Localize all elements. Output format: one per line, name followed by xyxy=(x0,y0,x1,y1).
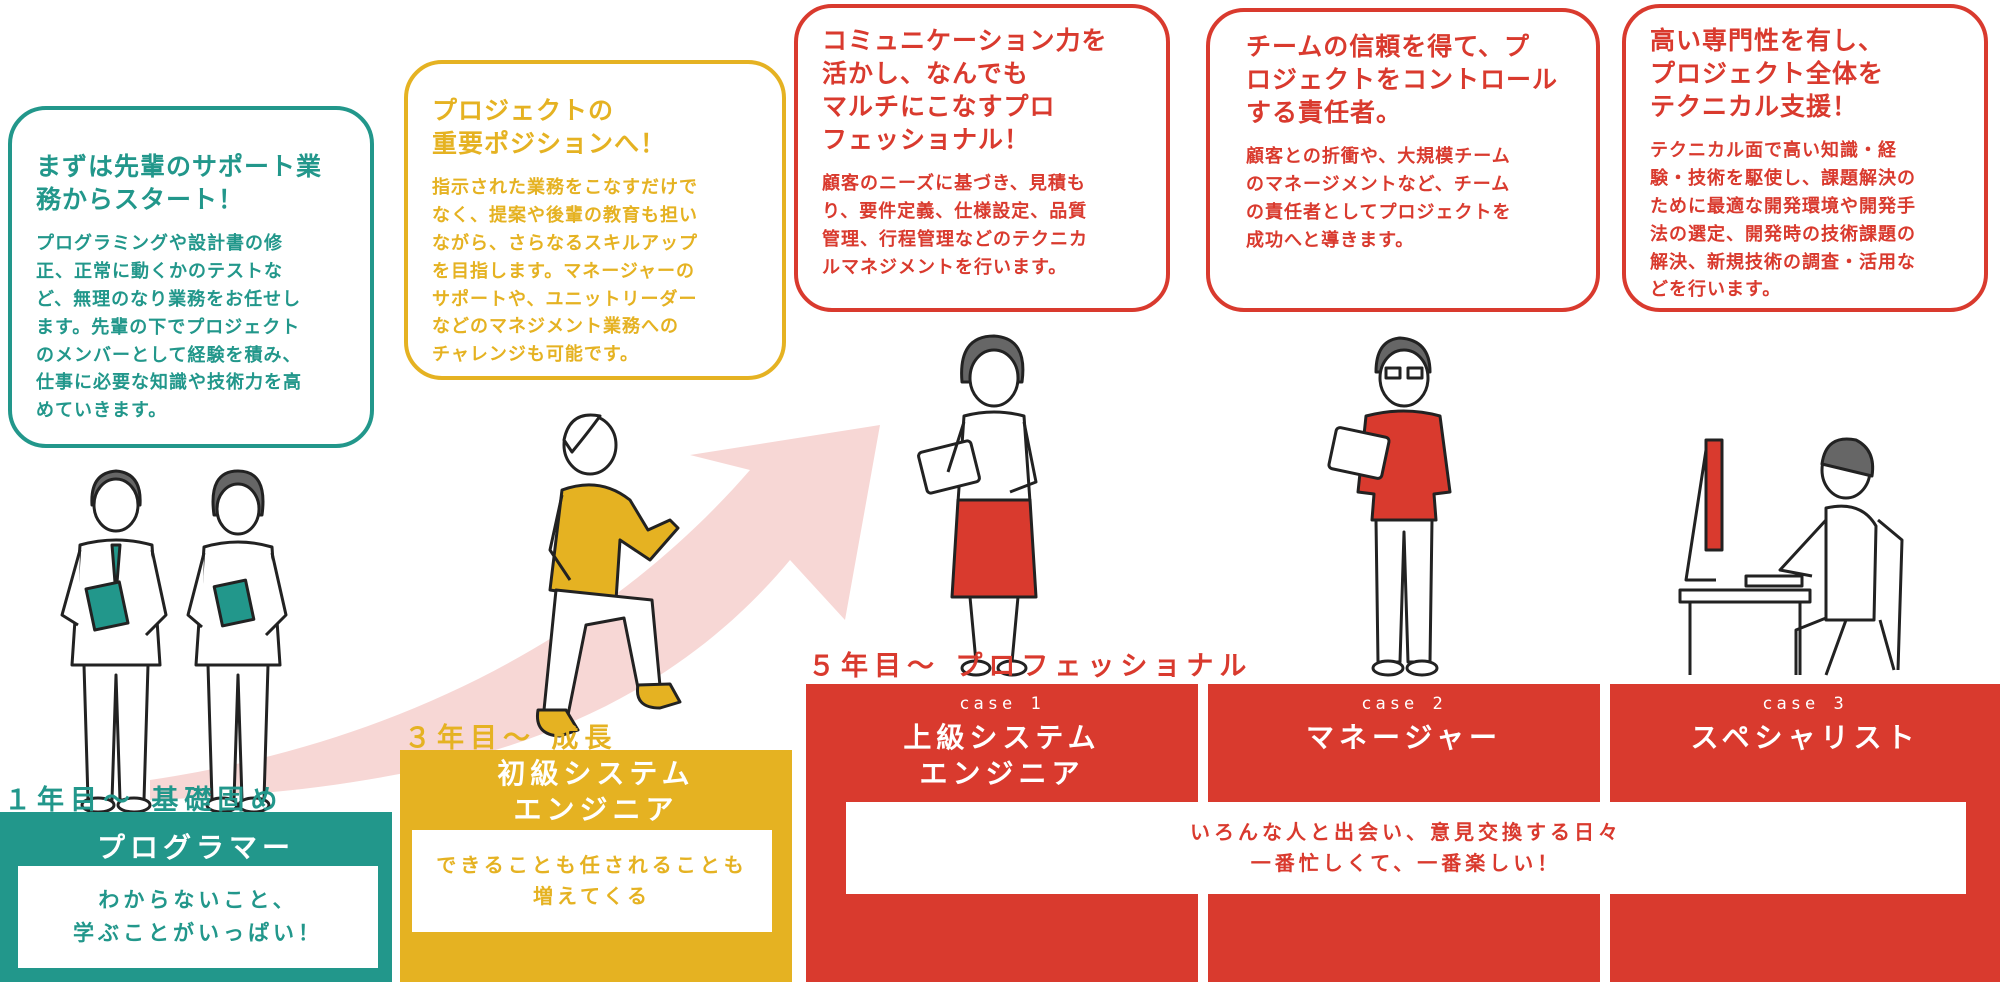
bubble-text-line: ます。先輩の下でプロジェクト xyxy=(36,316,301,338)
bubble-heading-line: プロジェクト全体を xyxy=(1650,59,1885,88)
role-subtext-line: 学ぶことがいっぱい！ xyxy=(73,921,323,945)
specialist-illustration xyxy=(1678,437,1904,676)
bubble-text-line: ために最適な開発環境や開発手 xyxy=(1650,195,1916,217)
role-subtext-line: いろんな人と出会い、意見交換する日々 xyxy=(1190,820,1622,844)
bubble-text-line: ど、無理のなり業務をお任せし xyxy=(36,288,302,310)
role-subtext: できることも任されることも 増えてくる xyxy=(412,830,772,932)
role-subtext-line: わからないこと、 xyxy=(98,888,298,913)
senior-bubble: コミュニケーション力を 活かし、なんでも マルチにこなすプロ フェッショナル！ … xyxy=(794,4,1170,312)
role-subtext-line: 増えてくる xyxy=(533,884,651,908)
bubble-text-line: 顧客との折衝や、大規模チーム xyxy=(1246,146,1511,167)
bubble-text-line: 験・技術を駆使し、課題解決の xyxy=(1650,167,1916,189)
stage-year5-label: ５年目～ プロフェッショナル xyxy=(808,651,1253,682)
bubble-text-line: などのマネジメント業務への xyxy=(432,316,679,338)
stage-year3-label: ３年目～ 成長 xyxy=(404,723,618,754)
bubble-text-line: どを行います。 xyxy=(1650,279,1782,301)
bubble-text-line: ルマネジメントを行います。 xyxy=(822,256,1068,278)
bubble-text-line: 指示された業務をこなすだけで xyxy=(432,177,698,198)
bubble-text-line: 仕事に必要な知識や技術力を高 xyxy=(36,372,302,394)
bubble-text-line: なく、提案や後輩の教育も担い xyxy=(432,204,698,226)
role-title: マネージャー xyxy=(1305,721,1503,754)
bubble-heading-line: フェッショナル！ xyxy=(822,125,1031,154)
bubble-text-line: テクニカル面で高い知識・経 xyxy=(1650,140,1897,161)
manager-bubble: チームの信頼を得て、プ ロジェクトをコントロール する責任者。 顧客との折衝や、… xyxy=(1206,8,1600,312)
bubble-heading-line: 務からスタート！ xyxy=(36,185,245,214)
role-title: プログラマー xyxy=(96,831,295,864)
role-title: 初級システム エンジニア xyxy=(400,756,792,829)
programmer-role-box: プログラマー わからないこと、 学ぶことがいっぱい！ xyxy=(0,812,392,982)
bubble-heading-line: する責任者。 xyxy=(1246,98,1403,127)
bubble-text-line: のマネージメントなど、チーム xyxy=(1246,173,1511,195)
junior-engineer-illustration xyxy=(535,413,682,738)
senior-engineer-illustration xyxy=(917,334,1038,677)
bubble-text-line: めていきます。 xyxy=(36,400,168,422)
programmer-woman-illustration xyxy=(186,469,288,814)
bubble-text-line: 成功へと導きます。 xyxy=(1246,229,1415,251)
role-title-line: エンジニア xyxy=(919,757,1085,791)
bubble-heading-line: ロジェクトをコントロール xyxy=(1246,65,1559,94)
bubble-text-line: 法の選定、開発時の技術課題の xyxy=(1650,223,1916,245)
bubble-heading-line: プロジェクトの xyxy=(432,96,615,125)
case-label: case 2 xyxy=(1361,694,1447,714)
bubble-heading-line: 高い専門性を有し、 xyxy=(1650,26,1885,55)
bubble-heading-line: マルチにこなすプロ xyxy=(822,92,1056,121)
bubble-text-line: 顧客のニーズに基づき、見積も xyxy=(822,173,1086,194)
role-title: スペシャリスト xyxy=(1690,721,1920,754)
role-title-line: エンジニア xyxy=(513,793,679,827)
role-title: 上級システム エンジニア xyxy=(806,720,1198,793)
junior-engineer-role-box: 初級システム エンジニア できることも任されることも 増えてくる xyxy=(400,750,792,982)
bubble-text-line: プログラミングや設計書の修 xyxy=(36,233,283,254)
bubble-text-line: サポートや、ユニットリーダー xyxy=(432,288,698,310)
bubble-text-line: 正、正常に動くかのテストな xyxy=(36,260,283,282)
manager-illustration xyxy=(1327,336,1452,677)
bubble-heading-line: 重要ポジションへ！ xyxy=(432,129,667,158)
bubble-heading-line: コミュニケーション力を xyxy=(822,26,1108,55)
bubble-heading-line: まずは先輩のサポート業 xyxy=(36,152,323,181)
role-subtext-line: 一番忙しくて、一番楽しい！ xyxy=(1250,851,1562,875)
role-title-line: 初級システム xyxy=(497,757,695,790)
role-subtext-line: できることも任されることも xyxy=(436,853,748,877)
bubble-text-line: 解決、新規技術の調査・活用な xyxy=(1650,251,1916,273)
bubble-text-line: のメンバーとして経験を積み、 xyxy=(36,344,302,366)
bubble-text-line: ながら、さらなるスキルアップ xyxy=(432,232,698,254)
case-label: case 3 xyxy=(1762,694,1848,714)
bubble-text-line: を目指します。マネージャーの xyxy=(432,260,695,282)
role-title-line: 上級システム xyxy=(903,721,1101,754)
bubble-heading-line: 活かし、なんでも xyxy=(822,59,1029,88)
bubble-heading-line: チームの信頼を得て、プ xyxy=(1246,32,1531,61)
case-label: case 1 xyxy=(959,694,1045,714)
programmer-bubble: まずは先輩のサポート業 務からスタート！ プログラミングや設計書の修 正、正常に… xyxy=(8,106,374,448)
professional-shared-subtext: いろんな人と出会い、意見交換する日々 一番忙しくて、一番楽しい！ xyxy=(846,802,1966,894)
bubble-text-line: 管理、行程管理などのテクニカ xyxy=(822,228,1088,250)
junior-bubble: プロジェクトの 重要ポジションへ！ 指示された業務をこなすだけで なく、提案や後… xyxy=(404,60,786,380)
bubble-text-line: チャレンジも可能です。 xyxy=(432,344,640,366)
specialist-bubble: 高い専門性を有し、 プロジェクト全体を テクニカル支援！ テクニカル面で高い知識… xyxy=(1622,4,1988,312)
role-subtext: わからないこと、 学ぶことがいっぱい！ xyxy=(18,866,378,968)
stage-year1-label: １年目～ 基礎固め xyxy=(4,785,284,816)
programmer-man-illustration xyxy=(60,469,168,814)
bubble-heading-line: テクニカル支援！ xyxy=(1650,92,1859,121)
bubble-text-line: り、要件定義、仕様設定、品質 xyxy=(822,200,1088,222)
bubble-text-line: の責任者としてプロジェクトを xyxy=(1246,201,1512,223)
